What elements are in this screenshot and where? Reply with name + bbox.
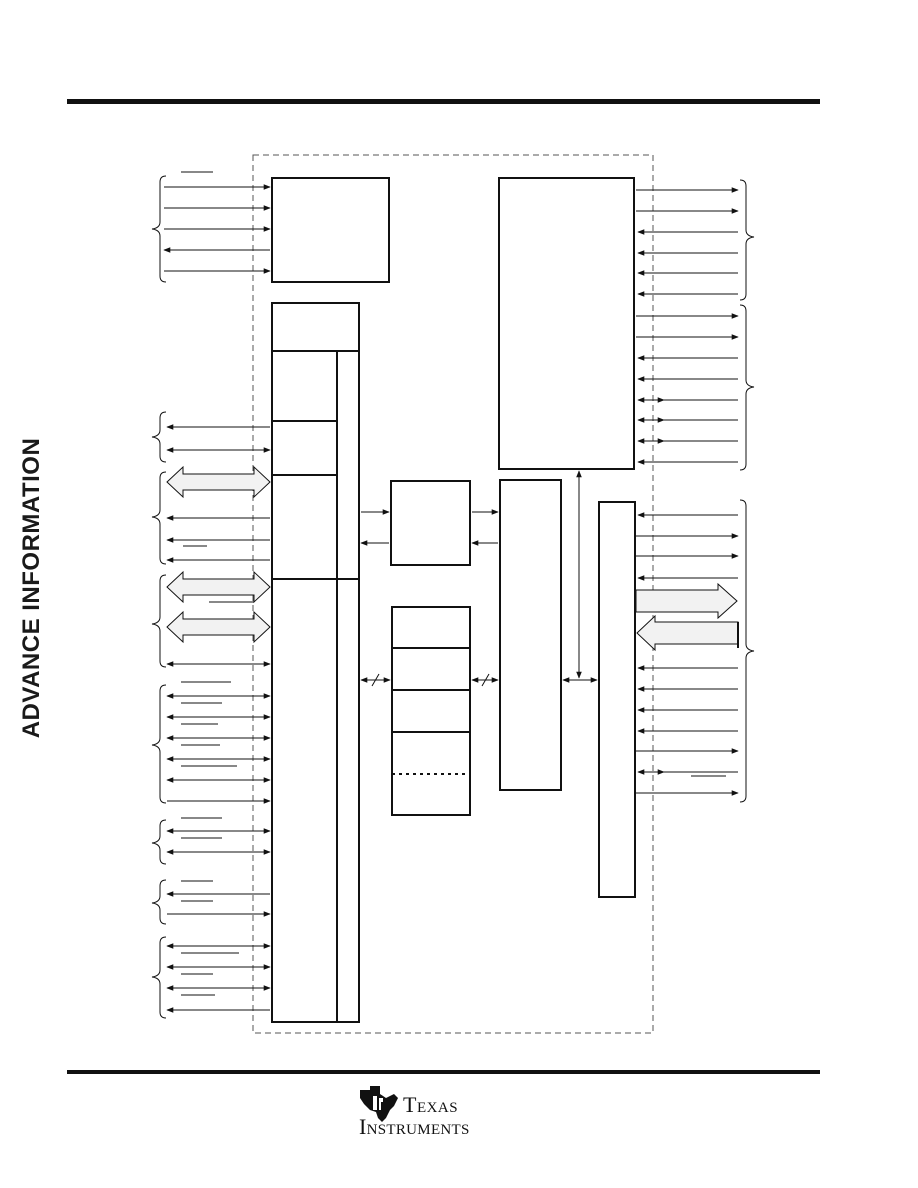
bus-arrow-right-out bbox=[635, 582, 738, 620]
ti-logo-line1: Texas bbox=[403, 1092, 459, 1117]
brace-left-3 bbox=[151, 471, 167, 565]
brace-left-1 bbox=[151, 175, 167, 283]
block-right-io bbox=[598, 501, 636, 898]
brace-right-2 bbox=[739, 304, 755, 471]
brace-left-8 bbox=[151, 936, 167, 1019]
bus-arrow-right-in bbox=[636, 614, 739, 652]
bus-arrow-left-1 bbox=[166, 465, 271, 499]
brace-left-5 bbox=[151, 684, 167, 804]
device-boundary bbox=[252, 154, 654, 1034]
brace-left-7 bbox=[151, 879, 167, 925]
brace-right-1 bbox=[739, 179, 755, 301]
header-rule bbox=[67, 99, 820, 104]
bus-arrow-left-2 bbox=[166, 570, 271, 604]
block-top-right bbox=[498, 177, 635, 470]
brace-left-4 bbox=[151, 574, 167, 668]
footer-rule bbox=[67, 1070, 820, 1074]
brace-right-3 bbox=[739, 499, 755, 803]
block-top-left bbox=[271, 177, 390, 283]
ti-state-emblem-icon bbox=[360, 1086, 398, 1122]
brace-left-2 bbox=[151, 411, 167, 463]
block-memory-stack bbox=[391, 606, 471, 816]
ti-logo-line2: Instruments bbox=[359, 1114, 470, 1139]
block-left-column bbox=[271, 350, 360, 1023]
brace-left-6 bbox=[151, 819, 167, 865]
bus-arrow-left-3 bbox=[166, 610, 271, 644]
block-left-header bbox=[271, 302, 360, 352]
block-center-upper bbox=[390, 480, 471, 566]
block-center-right bbox=[499, 479, 562, 791]
texas-instruments-logo: Texas Instruments bbox=[356, 1084, 526, 1144]
